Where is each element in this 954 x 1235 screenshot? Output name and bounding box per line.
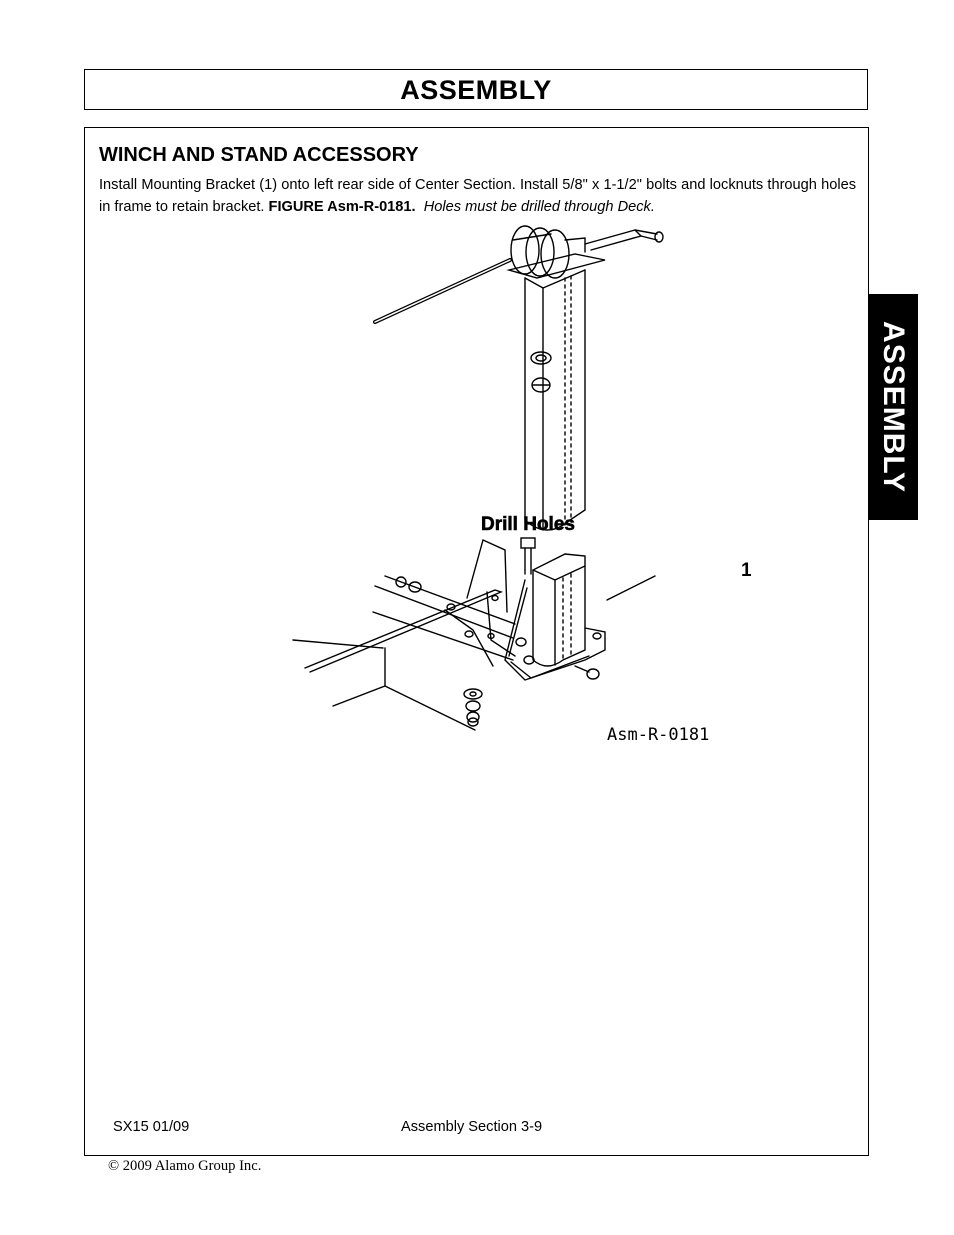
bracket-callout: 1: [741, 560, 752, 581]
content-panel: WINCH AND STAND ACCESSORY Install Mounti…: [84, 127, 869, 1156]
drilling-note: Holes must be drilled through Deck.: [423, 199, 655, 215]
drill-holes-callout: Drill Holes: [481, 514, 575, 535]
instruction-paragraph: Install Mounting Bracket (1) onto left r…: [99, 174, 856, 218]
assembly-figure: Drill Holes 1 Asm-R-0181: [292, 225, 752, 745]
footer-model: SX15 01/09: [113, 1119, 190, 1135]
section-heading: WINCH AND STAND ACCESSORY: [99, 144, 419, 166]
copyright: © 2009 Alamo Group Inc.: [108, 1158, 262, 1174]
side-section-tab: ASSEMBLY: [868, 294, 918, 520]
instruction-text: Install Mounting Bracket (1) onto left r…: [99, 177, 856, 215]
figure-id-label: Asm-R-0181: [607, 725, 709, 745]
page-header: ASSEMBLY: [84, 69, 868, 110]
page-title: ASSEMBLY: [400, 75, 552, 105]
side-tab-label: ASSEMBLY: [877, 321, 910, 493]
figure-reference: FIGURE Asm-R-0181.: [268, 199, 416, 215]
footer-section: Assembly Section 3-9: [401, 1119, 543, 1135]
